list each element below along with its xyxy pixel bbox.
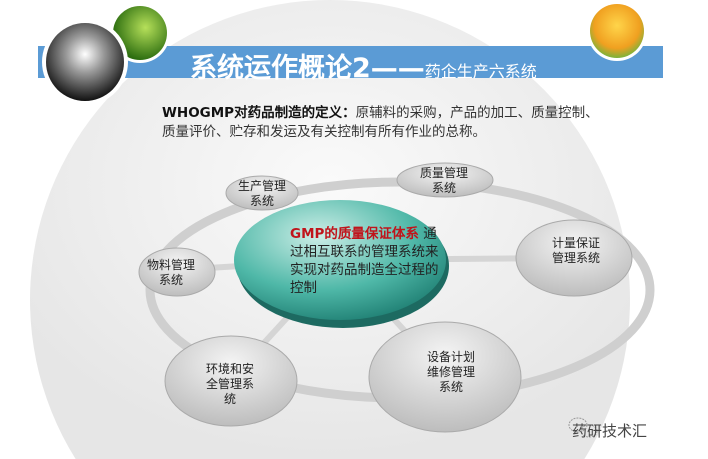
tulip-photo xyxy=(590,4,644,58)
wechat-icon xyxy=(568,417,598,438)
center-text: GMP的质量保证体系 通过相互联系的管理系统来实现对药品制造全过程的控制 xyxy=(290,226,439,296)
page-title: 系统运作概论2——药企生产六系统 xyxy=(190,53,537,84)
node-production: 生产管理系统 xyxy=(237,179,286,208)
dandelion-photo xyxy=(46,23,124,101)
node-metrology: 计量保证管理系统 xyxy=(552,236,601,265)
node-environment: 环境和安全管理系统 xyxy=(205,362,254,406)
node-quality: 质量管理系统 xyxy=(419,166,468,195)
leaf-photo xyxy=(113,6,167,60)
node-shapes xyxy=(138,162,633,433)
gmp-definition: WHOGMP对药品制造的定义：原辅料的采购，产品的加工、质量控制、质量评价、贮存… xyxy=(162,105,599,140)
node-materials: 物料管理 系统 xyxy=(146,258,195,287)
center-ellipse xyxy=(234,200,446,320)
watermark: 药研技术汇 xyxy=(572,422,648,440)
node-equipment: 设备计划维修管理系统 xyxy=(426,350,475,394)
